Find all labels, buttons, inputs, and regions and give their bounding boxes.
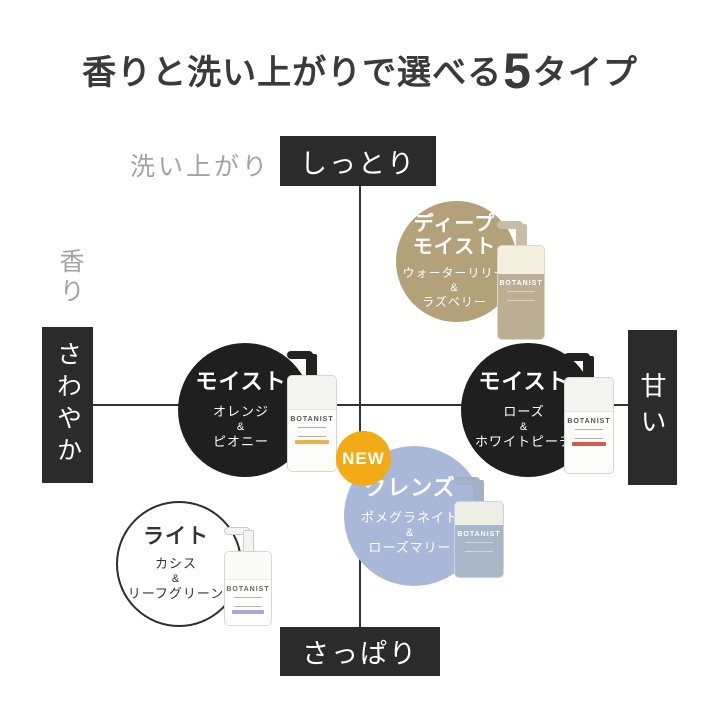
bottle-label: BOTANIST [225,578,271,625]
scent-line: ローズマリー [368,540,452,556]
bottle-stripe [295,440,329,445]
bottle-label: BOTANIST [565,411,613,473]
bottle-label-lines [297,427,327,438]
bottle-pump-stem [516,224,527,247]
vertical-axis-line [359,186,361,627]
product-scent: ポメグラネイト & ローズマリー [361,510,459,557]
bottle-label-lines [507,290,535,301]
product-bottle-moist-orange: BOTANIST [287,350,337,472]
scent-line: ウォーターリリー [402,265,507,280]
bottle-brand-text: BOTANIST [457,530,501,538]
bottle-stripe [572,442,606,447]
axis-label-fresh-left: さわやか [42,327,93,483]
horizontal-axis-line [93,404,628,406]
bottle-pump-nozzle [564,353,590,361]
scent-line: リーフグリーン [127,586,225,602]
scent-line: ラズベリー [422,294,487,309]
ampersand: & [236,420,246,433]
axis-label-moist-top: しっとり [280,136,436,186]
ampersand: & [171,573,181,586]
scent-line: オレンジ [212,403,269,419]
ampersand: & [450,281,459,294]
bottle-body: BOTANIST [497,245,545,340]
bottle-label-lines [234,596,262,607]
product-name: モイスト [478,369,570,395]
ampersand: & [519,420,529,433]
scent-line: ローズ [503,403,545,419]
axis-label-sweet-right: 甘い [628,330,677,485]
finish-axis-label: 洗い上がり [130,153,271,181]
bottle-stripe [231,609,265,614]
bottle-label-lines [574,429,604,440]
bottle-pump-nozzle [454,477,480,485]
product-name: モイスト [195,369,287,395]
bottle-pump-stem [243,530,254,553]
scent-axis-label: 香り [56,248,84,308]
title-prefix: 香りと洗い上がりで選べる [82,54,503,92]
product-bottle-light: BOTANIST [224,526,272,626]
product-name-line: ディープ [413,212,496,235]
product-scent: ローズ & ホワイトピーチ [475,404,573,451]
product-bottle-deep-moist: BOTANIST [497,220,545,340]
bottle-body: BOTANIST [564,377,614,474]
title-count: 5 [503,43,532,99]
product-circle-light: ライト カシス & リーフグリーン [116,501,242,627]
bottle-body: BOTANIST [454,501,504,578]
bottle-pump-nozzle [287,351,313,359]
bottle-brand-text: BOTANIST [499,279,543,287]
ampersand: & [405,526,415,539]
title-suffix: タイプ [532,54,638,92]
bottle-pump-stem [473,480,484,503]
bottle-pump-stem [306,354,317,377]
scent-line: ポメグラネイト [360,509,459,525]
product-circle-deep-moist: ディープ モイスト ウォーターリリー & ラズベリー [396,201,517,322]
bottle-body: BOTANIST [224,551,272,626]
product-bottle-cleanse: BOTANIST [454,476,504,578]
bottle-label: BOTANIST [498,273,544,339]
axis-label-refresh-bottom: さっぱり [280,627,440,676]
page-title: 香りと洗い上がりで選べる5タイプ [0,42,720,100]
bottle-label: BOTANIST [455,524,503,577]
product-name-line: モイスト [412,236,497,259]
bottle-brand-text: BOTANIST [290,416,334,424]
product-scent: オレンジ & ピオニー [213,404,269,451]
bottle-brand-text: BOTANIST [226,585,270,593]
bottle-body: BOTANIST [287,375,337,472]
bottle-label-lines [464,541,494,552]
scent-line: カシス [154,556,197,572]
product-scent: ウォーターリリー & ラズベリー [402,266,506,310]
product-name: ディープ モイスト [413,213,496,260]
bottle-pump-stem [583,356,594,379]
scent-line: ホワイトピーチ [474,434,573,450]
bottle-pump-nozzle [497,221,523,229]
bottle-label: BOTANIST [288,409,336,471]
product-name: ライト [143,524,209,548]
product-bottle-moist-rose: BOTANIST [564,352,614,474]
product-scent: カシス & リーフグリーン [128,556,225,603]
bottle-brand-text: BOTANIST [567,418,611,426]
scent-line: ピオニー [212,434,269,450]
new-badge: NEW [336,431,391,486]
